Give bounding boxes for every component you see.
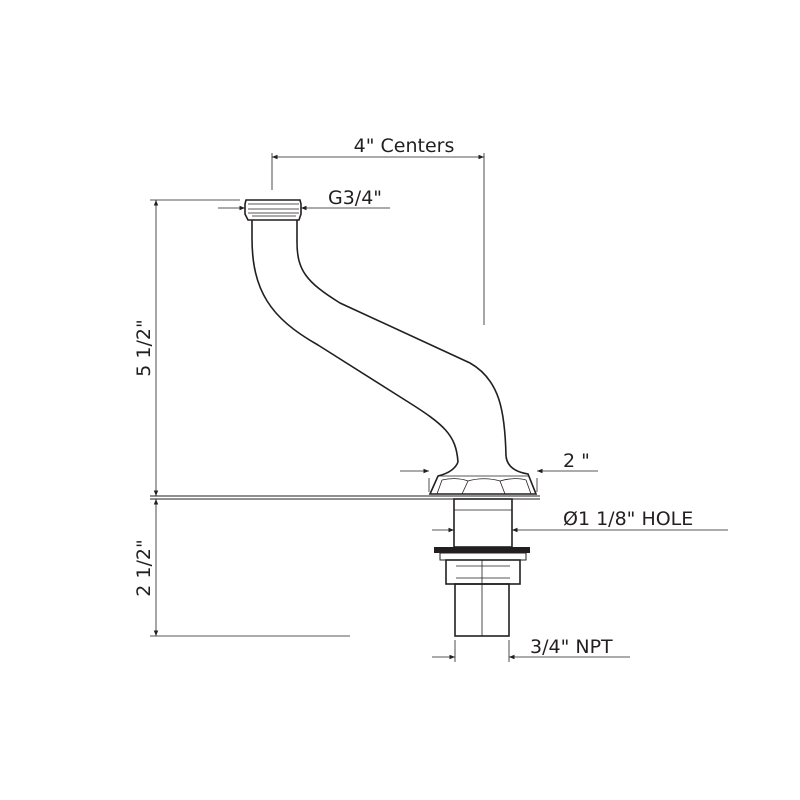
shank-length-label: 2 1/2" [133,539,155,596]
outlet-thread-label: 3/4" NPT [530,636,613,658]
shank-length-dimension: 2 1/2" [133,499,350,637]
height-label: 5 1/2" [133,319,155,376]
mounting-hole-dimension: Ø1 1/8" HOLE [432,508,728,533]
centers-dimension: 4" Centers [271,135,485,325]
shank-assembly [434,498,530,637]
base-diameter-dimension: 2 " [400,450,598,492]
outlet-thread-dimension: 3/4" NPT [432,636,630,662]
inlet-thread-label: G3/4" [328,187,382,209]
spout-outline [244,199,538,495]
height-dimension: 5 1/2" [133,199,240,496]
centers-label: 4" Centers [354,135,455,157]
base-diameter-label: 2 " [563,450,590,472]
mounting-hole-label: Ø1 1/8" HOLE [563,508,693,530]
inlet-thread-dimension: G3/4" [218,187,390,211]
